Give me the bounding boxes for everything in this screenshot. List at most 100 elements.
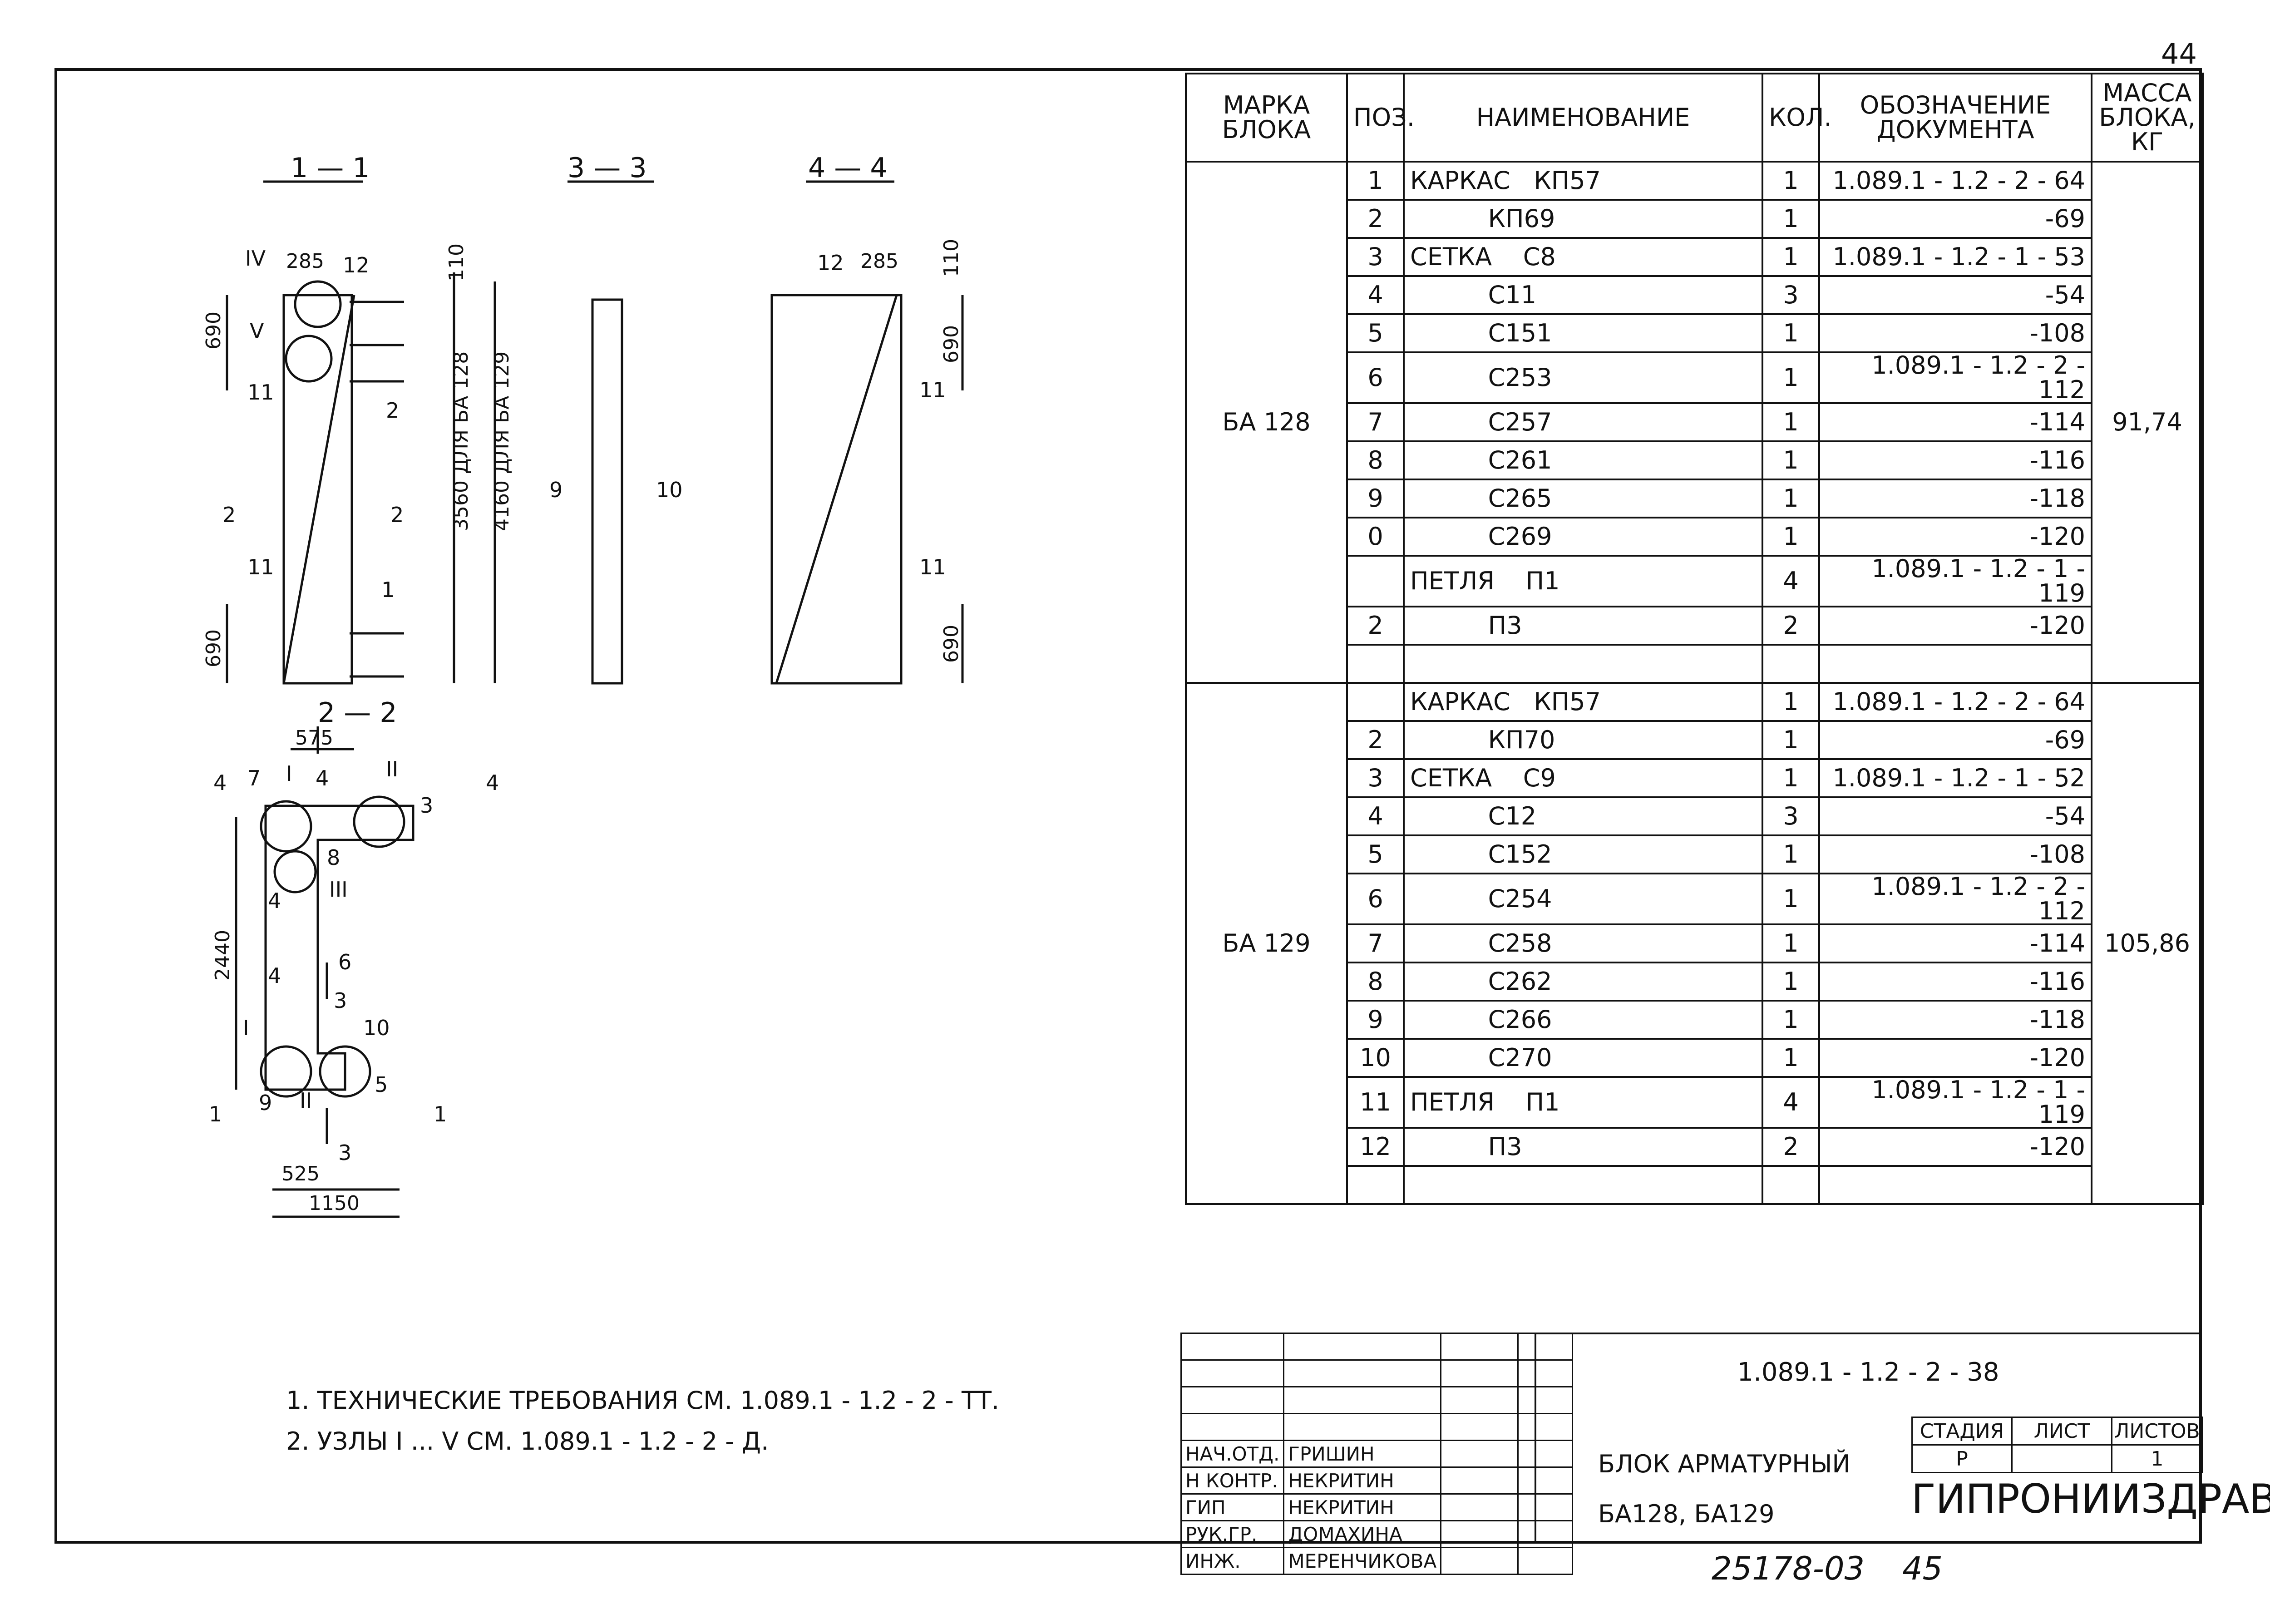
cell-pos: 3 — [1346, 758, 1405, 798]
document-code: 1.089.1 - 1.2 - 2 - 38 — [1737, 1357, 1999, 1387]
cell-pos — [1346, 682, 1405, 722]
pos-10-label: 10 — [656, 478, 683, 502]
cell-pos: 3 — [1346, 237, 1405, 277]
cell-qty: 3 — [1762, 275, 1820, 315]
cell-name: С11 — [1403, 275, 1763, 315]
cell-qty: 1 — [1762, 720, 1820, 760]
cell-name: С12 — [1403, 796, 1763, 836]
pos-11-label: 11 — [247, 380, 274, 405]
cell-name: ПЕТЛЯ П1 — [1403, 1076, 1763, 1129]
dim-110-1-1: 110 — [445, 243, 468, 281]
archive-code: 25178-03 — [1712, 1550, 1865, 1587]
cell-qty: 1 — [1762, 923, 1820, 963]
section-drawings: 1 — 1 3 — 3 4 — 4 2 — 2 285 690 690 110 … — [0, 0, 1180, 1318]
dim-1150: 1150 — [309, 1192, 360, 1215]
block-mass: 105,86 — [2091, 682, 2204, 1205]
dim-690-bottom-1-1: 690 — [202, 629, 225, 667]
archive-page: 45 — [1902, 1550, 1943, 1587]
dim-3560: 3560 ДЛЯ БА 128 — [449, 351, 473, 531]
cell-pos: 4 — [1346, 796, 1405, 836]
cell-name: С152 — [1403, 834, 1763, 874]
stage-sheet-table: СТАДИЯ ЛИСТ ЛИСТОВ Р 1 — [1911, 1417, 2203, 1473]
cell-pos: 5 — [1346, 313, 1405, 353]
cell-pos — [1346, 644, 1405, 684]
section-2-2-outline — [264, 805, 415, 1091]
cell-doc: -54 — [1818, 275, 2092, 315]
pos-8-label: 8 — [327, 845, 340, 870]
cell-qty — [1762, 1165, 1820, 1205]
node-ii-label: II — [386, 757, 398, 781]
section-4-4-title: 4 — 4 — [808, 152, 888, 184]
pos-4-label: 4 — [316, 766, 329, 790]
pos-3-label: 3 — [420, 793, 433, 818]
cell-doc: -120 — [1818, 606, 2092, 646]
cell-pos: 4 — [1346, 275, 1405, 315]
cell-pos: 8 — [1346, 962, 1405, 1002]
note-1: 1. ТЕХНИЧЕСКИЕ ТРЕБОВАНИЯ СМ. 1.089.1 - … — [286, 1386, 1000, 1415]
staff-row: Н КОНТР.НЕКРИТИН — [1180, 1466, 1574, 1495]
pos-12-4-4-label: 12 — [817, 251, 844, 275]
cell-doc: 1.089.1 - 1.2 - 1 - 53 — [1818, 237, 2092, 277]
node-i-lower-label: I — [243, 1016, 249, 1040]
cell-qty: 1 — [1762, 313, 1820, 353]
cell-pos: 7 — [1346, 923, 1405, 963]
header-mass: МАССА БЛОКА, КГ — [2091, 73, 2204, 163]
cell-doc: 1.089.1 - 1.2 - 2 - 64 — [1818, 161, 2092, 201]
cell-pos: 6 — [1346, 873, 1405, 925]
cell-doc: -54 — [1818, 796, 2092, 836]
pos-6-label: 6 — [338, 950, 351, 974]
cell-name: С257 — [1403, 402, 1763, 442]
signature-cell — [1440, 1520, 1519, 1548]
cell-pos: 7 — [1346, 402, 1405, 442]
cell-doc: 1.089.1 - 1.2 - 1 - 119 — [1818, 555, 2092, 607]
stage-value: Р — [1911, 1444, 2013, 1473]
pos-1-label: 1 — [381, 578, 395, 602]
signature-cell — [1440, 1440, 1519, 1468]
cell-name: КАРКАС КП57 — [1403, 682, 1763, 722]
cell-pos: 2 — [1346, 199, 1405, 239]
cell-doc: -114 — [1818, 402, 2092, 442]
pos-4-mid-label: 4 — [268, 889, 281, 913]
staff-name: НЕКРИТИН — [1283, 1466, 1442, 1495]
cell-doc: -120 — [1818, 1038, 2092, 1078]
cell-qty: 1 — [1762, 161, 1820, 201]
cell-doc: -69 — [1818, 720, 2092, 760]
cell-doc: 1.089.1 - 1.2 - 1 - 52 — [1818, 758, 2092, 798]
title-line-1: БЛОК АРМАТУРНЫЙ — [1598, 1450, 1851, 1478]
cell-name: С262 — [1403, 962, 1763, 1002]
cell-qty: 1 — [1762, 402, 1820, 442]
organization-name: ГИПРОНИИЗДРАВ — [1911, 1476, 2270, 1522]
cell-name: П3 — [1403, 1127, 1763, 1167]
spec-row — [1186, 644, 2203, 684]
pos-12-label: 12 — [343, 253, 370, 277]
cell-doc: -108 — [1818, 834, 2092, 874]
block-mark: БА 128 — [1185, 161, 1348, 684]
sheets-value: 1 — [2111, 1444, 2203, 1473]
section-3-3-title: 3 — 3 — [568, 152, 647, 184]
staff-name: НЕКРИТИН — [1283, 1493, 1442, 1521]
staff-row: НАЧ.ОТД.ГРИШИН — [1180, 1440, 1574, 1468]
node-i-label: I — [286, 761, 292, 786]
cut-3-bottom: 3 — [338, 1140, 351, 1165]
date-cell — [1517, 1466, 1574, 1495]
cell-pos: 9 — [1346, 479, 1405, 518]
cell-doc — [1818, 1165, 2092, 1205]
cell-qty: 1 — [1762, 1000, 1820, 1040]
cell-doc: -120 — [1818, 517, 2092, 557]
pos-7-label: 7 — [247, 766, 261, 790]
cell-doc: 1.089.1 - 1.2 - 2 - 64 — [1818, 682, 2092, 722]
cell-doc — [1818, 644, 2092, 684]
date-cell — [1517, 1547, 1574, 1575]
cell-name — [1403, 644, 1763, 684]
pos-4-lower-label: 4 — [268, 963, 281, 988]
cell-pos: 12 — [1346, 1127, 1405, 1167]
staff-role: Н КОНТР. — [1180, 1466, 1285, 1495]
